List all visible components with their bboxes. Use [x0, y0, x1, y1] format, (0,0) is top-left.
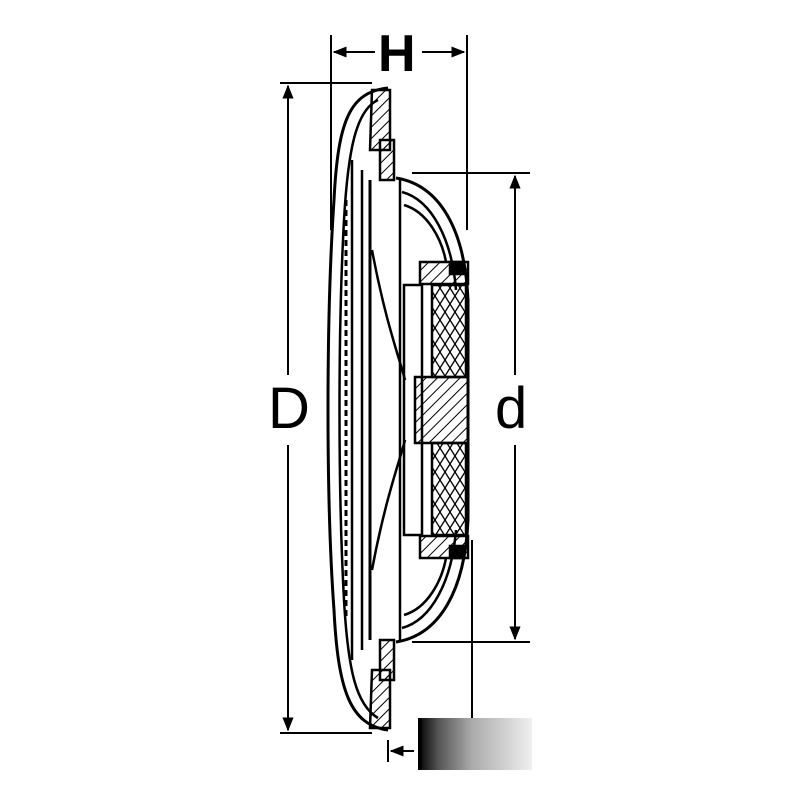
dimension-label-inner-diameter: d — [495, 376, 528, 441]
dimension-h — [330, 35, 468, 230]
gradient-swatch — [418, 718, 532, 770]
dimension-label-outer-diameter: D — [268, 376, 310, 441]
dimension-label-h: H — [378, 25, 416, 83]
dimension-offset-arrow — [387, 740, 414, 762]
dimension-d-outer — [280, 82, 372, 734]
fixture-section — [326, 86, 470, 732]
